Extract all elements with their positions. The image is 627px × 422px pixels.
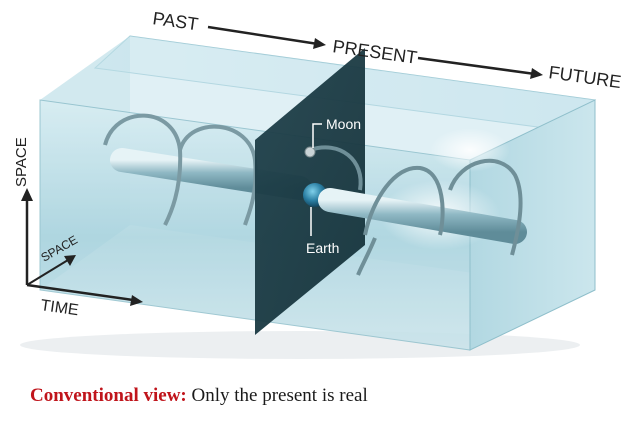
past-label: PAST bbox=[151, 8, 199, 34]
arrow-up-icon bbox=[21, 188, 33, 201]
present-label: PRESENT bbox=[331, 36, 418, 68]
arrowhead-icon bbox=[313, 38, 326, 49]
axes: SPACE SPACE TIME bbox=[13, 137, 143, 319]
moon-leader-line bbox=[312, 123, 322, 148]
caption: Conventional view: Only the present is r… bbox=[30, 385, 368, 407]
earth-label: Earth bbox=[306, 240, 339, 256]
arrowhead-icon bbox=[530, 68, 543, 79]
arrow-right-icon bbox=[130, 295, 143, 306]
timeline-arrow-1 bbox=[207, 25, 319, 46]
time-axis bbox=[26, 283, 134, 302]
moon-body bbox=[304, 146, 316, 158]
time-label: TIME bbox=[39, 297, 79, 319]
future-label: FUTURE bbox=[547, 62, 622, 92]
moon-label: Moon bbox=[326, 116, 361, 132]
moon-worldline-past bbox=[103, 113, 258, 226]
timeline-arrow-2 bbox=[417, 56, 536, 76]
caption-highlight: Conventional view: bbox=[30, 385, 187, 406]
earth-worldline-future bbox=[318, 188, 527, 244]
moon-worldline-future bbox=[356, 158, 523, 276]
caption-text: Only the present is real bbox=[186, 385, 368, 406]
arrow-diagonal-icon bbox=[64, 255, 76, 266]
space-vertical-label: SPACE bbox=[13, 137, 30, 187]
depth-axis bbox=[26, 259, 69, 286]
moon-orbit-arc bbox=[309, 145, 363, 191]
